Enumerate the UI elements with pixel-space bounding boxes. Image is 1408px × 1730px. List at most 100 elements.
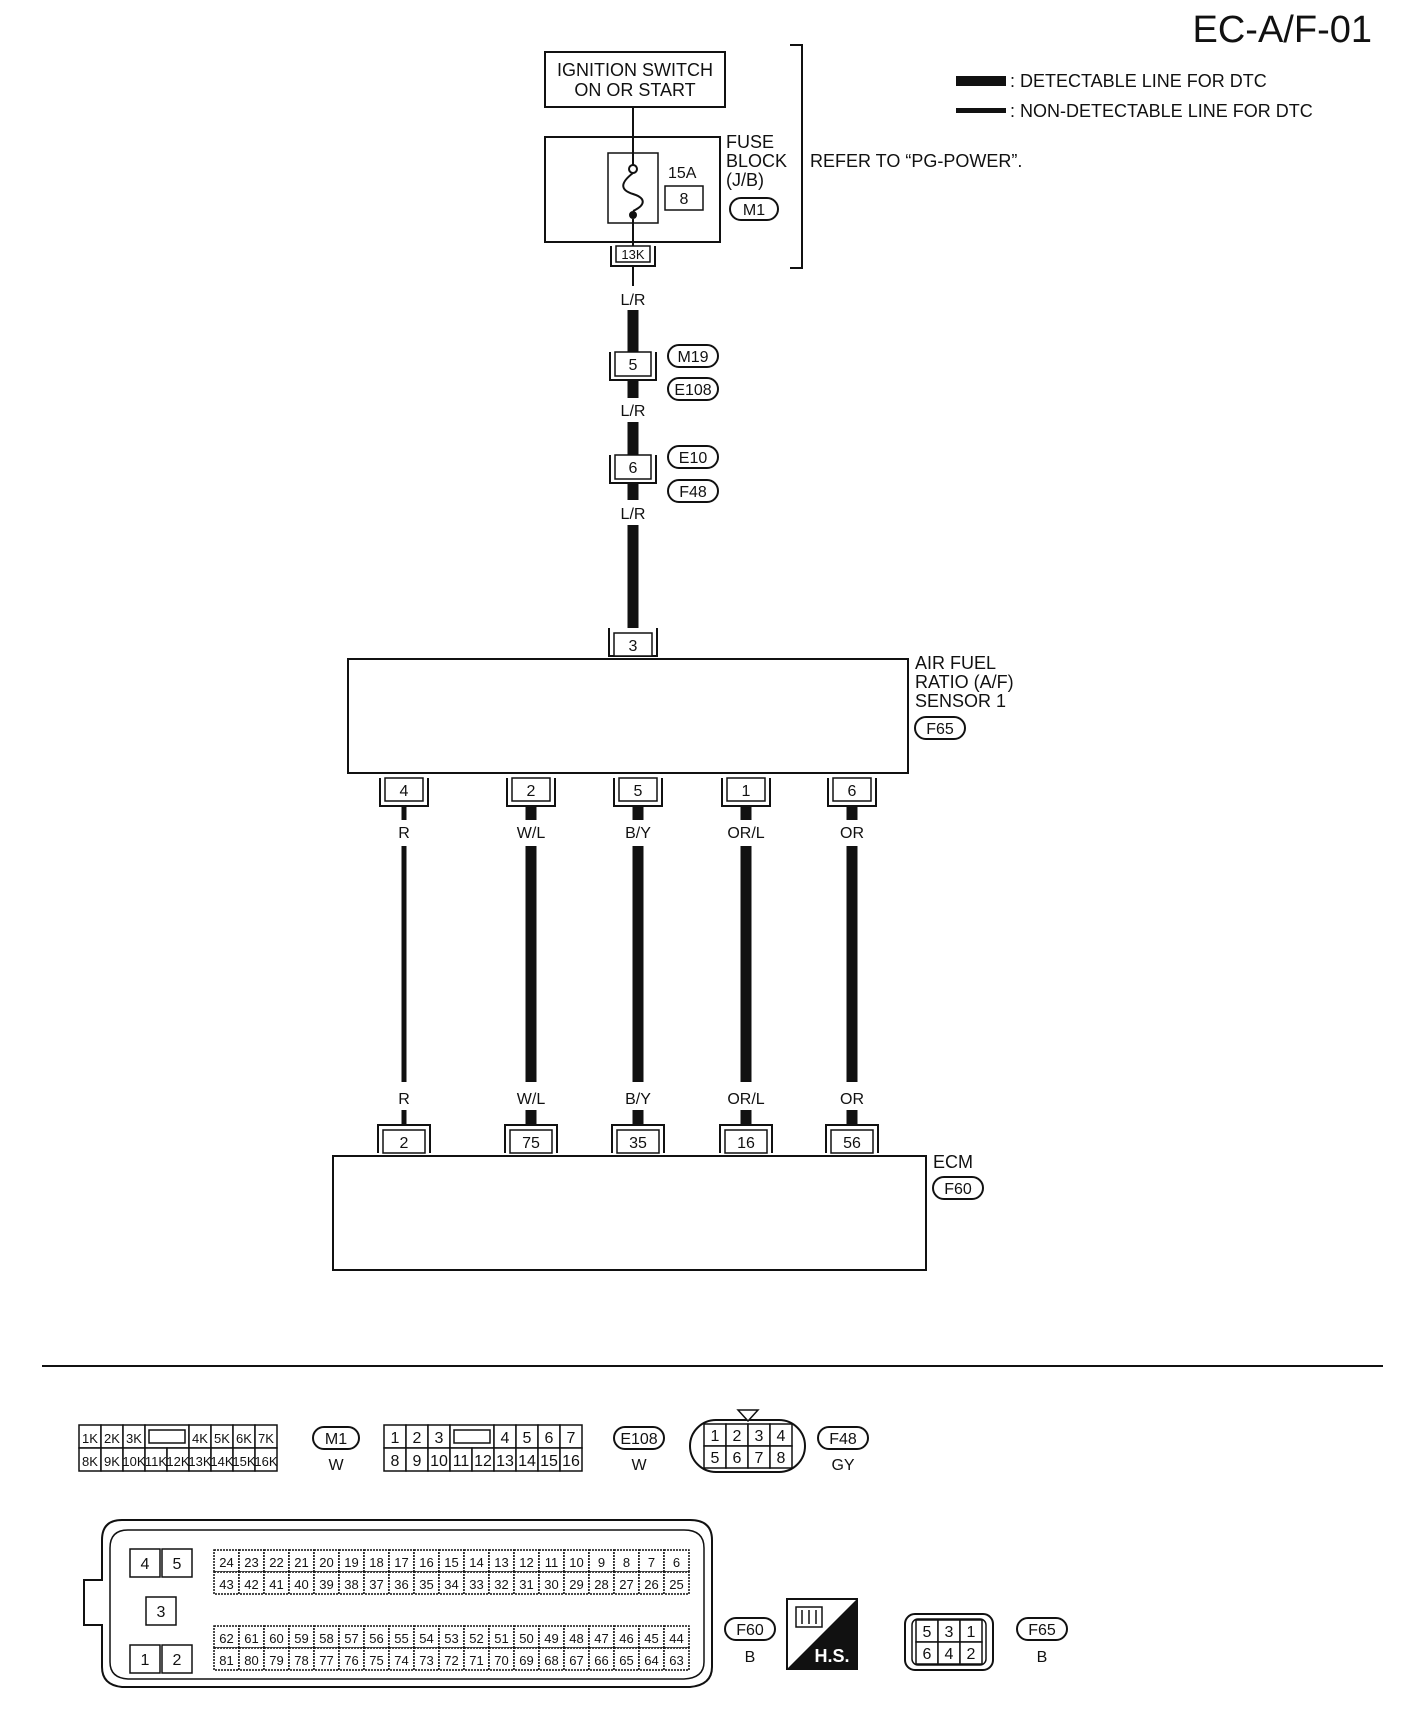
cavity-number: 76 [344,1653,358,1668]
detectable-line-swatch [956,76,1006,86]
cavity-number: 9K [104,1454,120,1469]
ignition-label-1: IGNITION SWITCH [557,60,713,80]
sensor-pin-number: 1 [742,783,751,800]
ecm-pin [509,1129,553,1154]
hs-label: H.S. [814,1646,849,1666]
wire-color-lr-1: L/R [621,292,646,309]
cavity-number: 2 [413,1430,422,1447]
ecm-pin-bracket [825,1124,879,1153]
cavity-number: 10 [569,1555,583,1570]
cavity [769,1445,793,1469]
sensor-pin-number: 4 [400,783,409,800]
cavity-number: 7 [567,1430,576,1447]
cavity [559,1447,583,1472]
cavity-number: 5K [214,1431,230,1446]
cavity-number: 61 [244,1631,258,1646]
face-f60-name: F60 [736,1622,764,1639]
signal-wires: 4RR2AF-H12W/LW/L75A/F-IA15B/YB/Y35AF-VM1… [377,777,879,1177]
wire-color-bottom: B/Y [625,1091,651,1108]
refer-note: REFER TO “PG-POWER”. [810,151,1022,171]
wire-color-top: W/L [517,825,546,842]
cavity-number: 14 [518,1453,536,1470]
cavity-number: 70 [494,1653,508,1668]
cavity [254,1447,278,1472]
fuse-terminal-bottom [629,211,637,219]
cavity-number: 3K [126,1431,142,1446]
ecm-pin-number: 2 [400,1135,409,1152]
ecm-pin-number: 75 [522,1135,540,1152]
cavity-number: 63 [669,1653,683,1668]
wire-color-bottom: W/L [517,1091,546,1108]
face-f65-name: F65 [1028,1622,1056,1639]
cavity-number: 7 [648,1555,655,1570]
cavity-number: 8 [777,1450,786,1467]
cavity [663,1549,690,1573]
cavity-number: 27 [619,1577,633,1592]
cavity-number: 6 [733,1450,742,1467]
cavity-number: 14K [210,1454,233,1469]
f60-cavity [161,1548,193,1578]
jc-m19-pin-label: 5 [629,357,638,374]
hs-connector-icon [795,1606,823,1628]
wire-color-top: R [398,825,410,842]
cavity-number: 42 [244,1577,258,1592]
sensor-pin [618,777,658,802]
cavity-number: 18 [369,1555,383,1570]
connector-f65-badge [914,716,966,740]
wire-color-top: B/Y [625,825,651,842]
cavity-number: 68 [544,1653,558,1668]
cavity-number: 2 [967,1646,976,1663]
cavity-number: 80 [244,1653,258,1668]
jc-e10-pin-label: 6 [629,460,638,477]
cavity-number: 25 [669,1577,683,1592]
cavity-number: 79 [269,1653,283,1668]
wire-color-bottom: OR [840,1091,864,1108]
cavity-number: 26 [644,1577,658,1592]
pin-13k-label: 13K [621,247,644,262]
sensor-pin [511,777,551,802]
cavity-number: 13 [494,1555,508,1570]
f60-cavity [145,1596,177,1626]
cavity-number: 64 [644,1653,658,1668]
connector-e108-badge [667,377,719,401]
cavity-number: 28 [594,1577,608,1592]
cavity-number: 71 [469,1653,483,1668]
cavity-number: 58 [319,1631,333,1646]
fuse-connector-badge [729,197,779,221]
ecm-pin-bracket [611,1124,665,1153]
cavity-number: 46 [619,1631,633,1646]
cavity-number: 10K [122,1454,145,1469]
af-sensor-box [347,658,909,774]
face-e108-name: E108 [620,1431,657,1448]
ecm-pin [724,1129,768,1154]
sensor-pin [832,777,872,802]
cavity-number: 48 [569,1631,583,1646]
sensor-label-3: SENSOR 1 [915,691,1006,711]
cavity-number: 65 [619,1653,633,1668]
cavity-number: 8 [623,1555,630,1570]
cavity-number: 69 [519,1653,533,1668]
cavity-number: 40 [294,1577,308,1592]
cavity-number: 6 [923,1646,932,1663]
cavity-number: 66 [594,1653,608,1668]
cavity-number: 81 [219,1653,233,1668]
cavity [663,1625,690,1649]
cavity-number: 53 [444,1631,458,1646]
connector-f48-badge [667,479,719,503]
cavity-number: 8K [82,1454,98,1469]
cavity-number: 10 [430,1453,448,1470]
cavity-number: 15 [540,1453,558,1470]
cavity-number: 13K [188,1454,211,1469]
sensor-pin-3-label: 3 [629,638,638,655]
wire-color-bottom: R [398,1091,410,1108]
cavity-number: 15K [232,1454,255,1469]
cavity-number: 4K [192,1431,208,1446]
ecm-pin-bracket [504,1124,558,1153]
connector-m19-badge [667,344,719,368]
connector-m19-id: M19 [677,349,708,366]
cavity-number: 5 [923,1624,932,1641]
cavity-number: 56 [369,1631,383,1646]
harness-side-symbol: H.S. [786,1598,858,1670]
ecm-pin-bracket [377,1124,431,1153]
